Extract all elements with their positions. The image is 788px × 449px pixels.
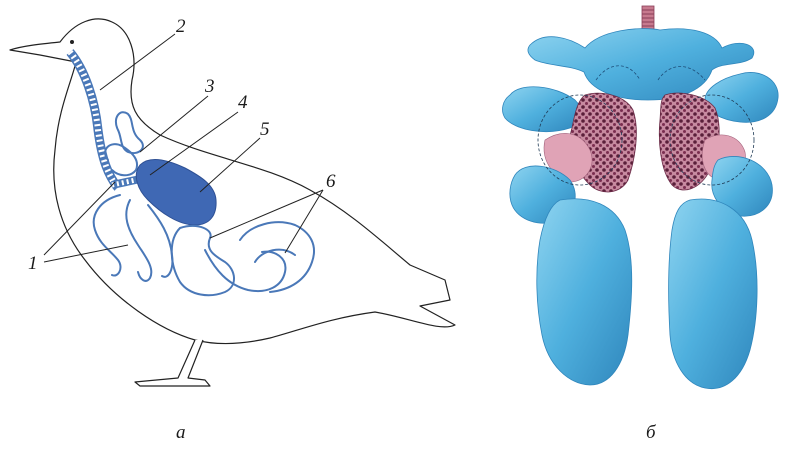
bird-leg: [135, 340, 210, 386]
label-1: 1: [28, 253, 38, 274]
eye-dot: [70, 40, 74, 44]
label-2: 2: [176, 16, 186, 37]
abdominal-sac-left-illustration: [537, 199, 632, 385]
label-3: 3: [204, 76, 215, 97]
cervical-sac-left: [503, 87, 582, 132]
abdominal-sac-right-illustration: [669, 199, 757, 389]
caption-a: а: [176, 422, 186, 443]
label-5: 5: [260, 119, 270, 140]
caption-b: б: [646, 422, 657, 443]
label-6: 6: [326, 171, 336, 192]
label-4: 4: [238, 92, 248, 113]
